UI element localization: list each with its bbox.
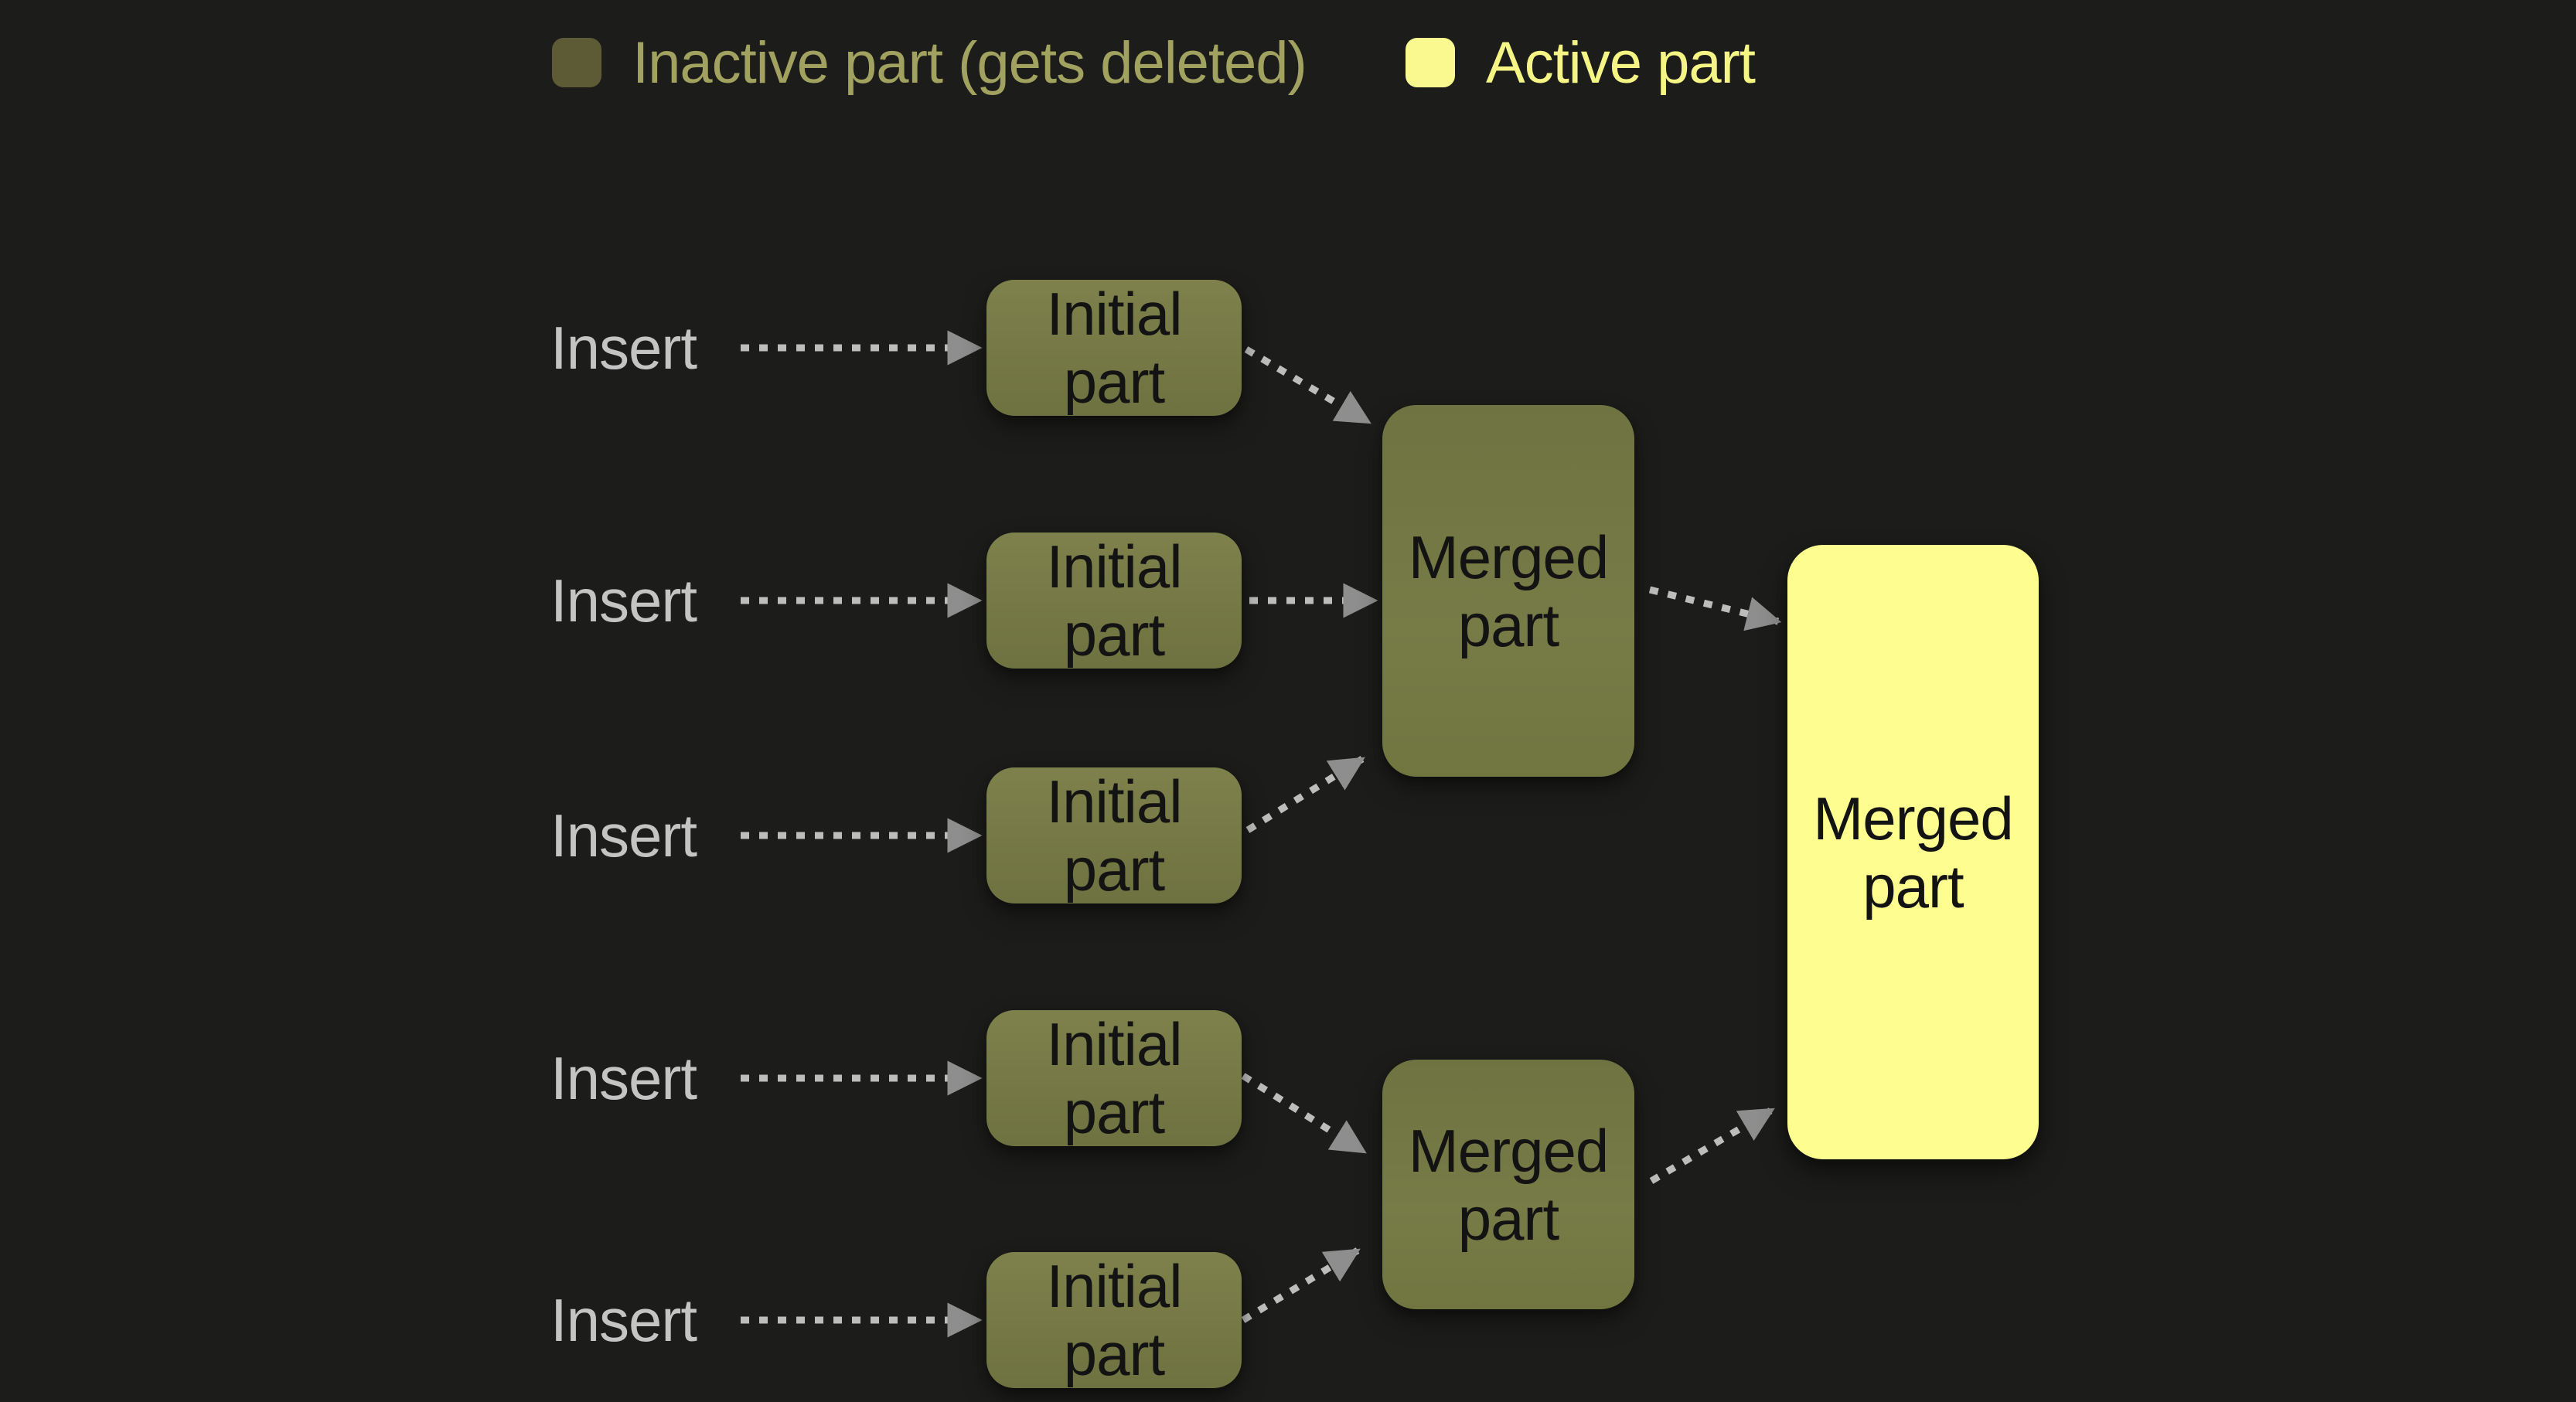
node-initial-part-1: Initial part xyxy=(986,280,1242,416)
node-label: Initial part xyxy=(1046,767,1182,903)
insert-label-5: Insert xyxy=(550,1286,697,1354)
legend-swatch-active xyxy=(1406,38,1455,87)
node-label: Initial part xyxy=(1046,1252,1182,1388)
legend-label-active: Active part xyxy=(1486,29,1756,96)
node-merged-part-inactive-2: Merged part xyxy=(1382,1060,1634,1309)
node-label: Initial part xyxy=(1046,280,1182,416)
insert-label-1: Insert xyxy=(550,314,697,382)
node-merged-part-inactive-1: Merged part xyxy=(1382,405,1634,777)
node-label: Initial part xyxy=(1046,1010,1182,1146)
node-label: Initial part xyxy=(1046,533,1182,669)
legend-item-active: Active part xyxy=(1406,30,1756,96)
legend-item-inactive: Inactive part (gets deleted) xyxy=(552,30,1307,96)
insert-label-3: Insert xyxy=(550,801,697,869)
node-initial-part-5: Initial part xyxy=(986,1252,1242,1388)
insert-label-2: Insert xyxy=(550,567,697,635)
legend-swatch-inactive xyxy=(552,38,601,87)
node-label: Merged part xyxy=(1408,1116,1609,1253)
node-initial-part-4: Initial part xyxy=(986,1010,1242,1146)
arrow-initial3-to-merged1 xyxy=(1245,756,1365,833)
arrow-initial1-to-merged1 xyxy=(1244,346,1371,425)
arrow-merged1-to-active xyxy=(1648,586,1782,631)
arrow-initial4-to-merged2 xyxy=(1241,1073,1367,1155)
node-label: Merged part xyxy=(1408,522,1609,659)
node-initial-part-2: Initial part xyxy=(986,533,1242,669)
legend-label-inactive: Inactive part (gets deleted) xyxy=(632,29,1307,96)
node-label: Merged part xyxy=(1813,784,2013,920)
node-initial-part-3: Initial part xyxy=(986,767,1242,903)
node-merged-part-active: Merged part xyxy=(1787,545,2039,1159)
insert-label-4: Insert xyxy=(550,1044,697,1112)
arrow-merged2-to-active xyxy=(1649,1107,1775,1184)
arrow-initial5-to-merged2 xyxy=(1241,1247,1361,1323)
